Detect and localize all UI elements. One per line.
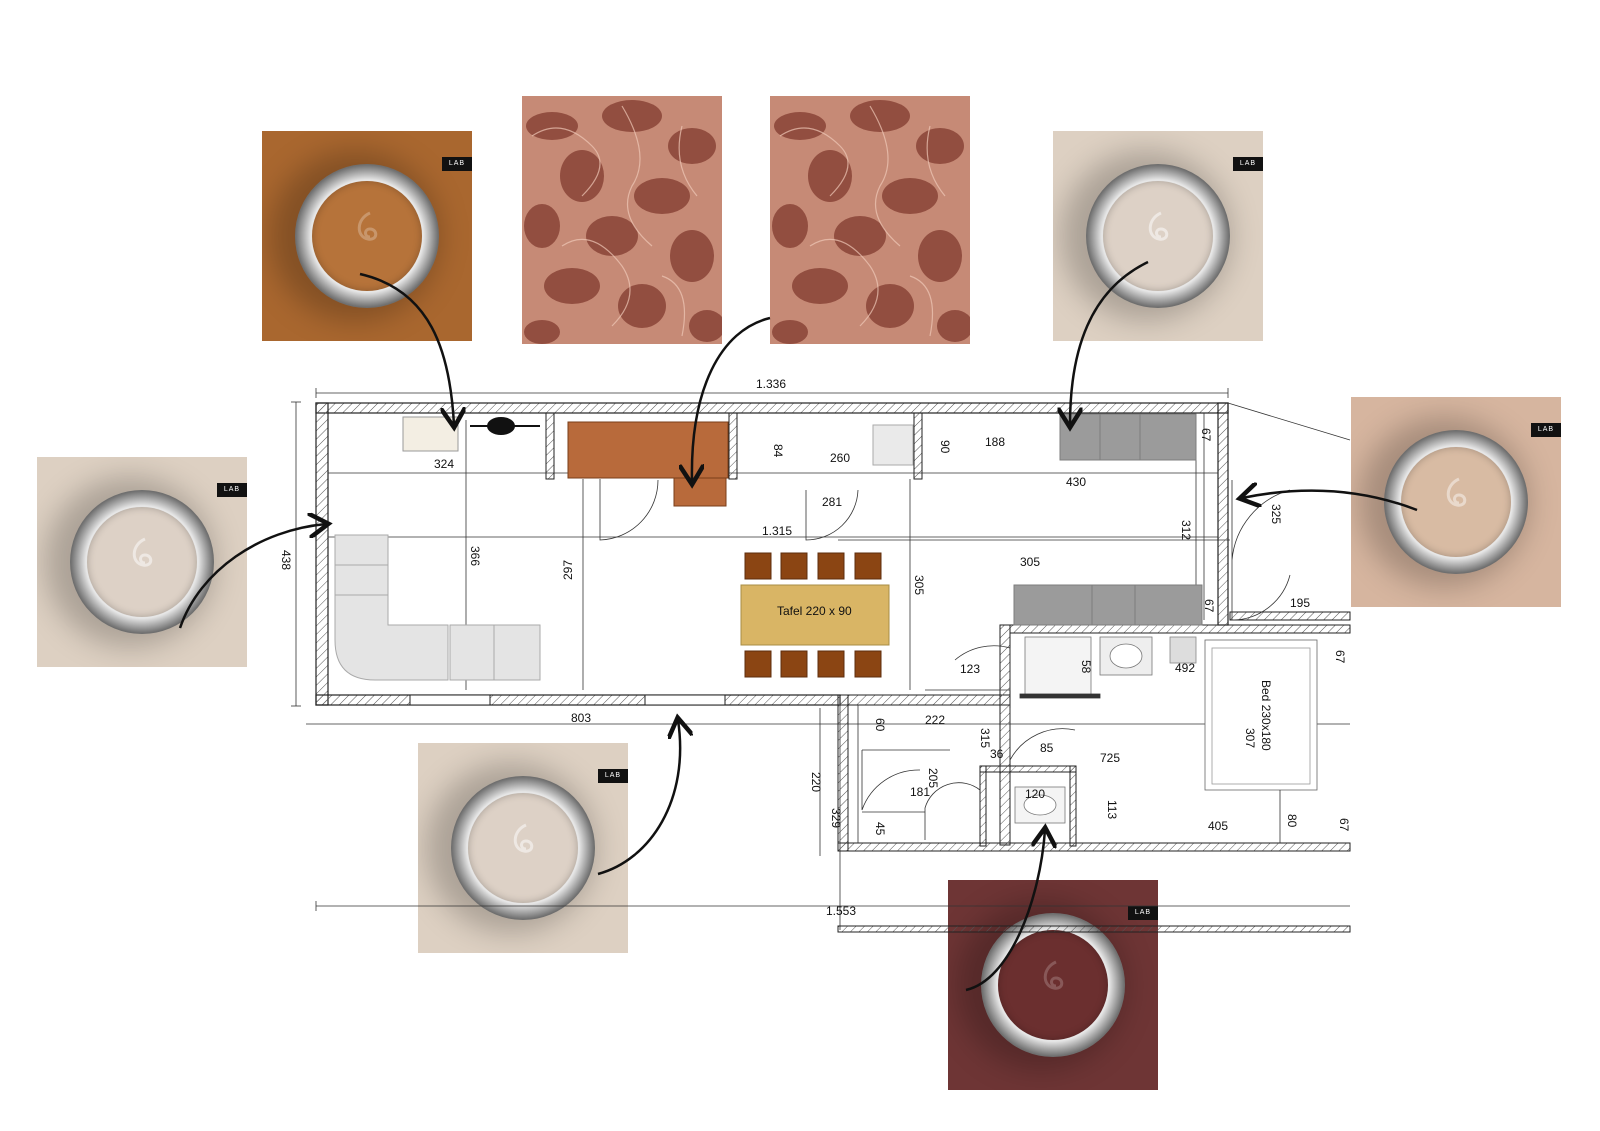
dim-total-length: 1.336 [756,377,786,391]
swirl-mark-icon [1446,477,1467,507]
dim-67-c: 67 [1333,650,1347,664]
dim-195: 195 [1290,596,1310,610]
dim-120: 120 [1025,787,1045,801]
dim-67-d: 67 [1337,818,1351,832]
arrow-wallpaper [692,316,771,482]
dim-45: 45 [873,822,887,836]
brand-label: LAB [1128,906,1158,920]
dim-366: 366 [468,546,482,566]
dim-492: 492 [1175,661,1195,675]
brand-label: LAB [442,157,472,171]
brand-label: LAB [598,769,628,783]
dim-315: 315 [978,728,992,748]
dim-67-b: 67 [1202,599,1216,613]
dim-85: 85 [1040,741,1054,755]
brand-label: LAB [217,483,247,497]
dim-205: 205 [926,768,940,788]
wallpaper-sample-1 [522,96,722,344]
dim-67-a: 67 [1199,428,1213,442]
dim-305-side: 305 [912,575,926,595]
arrow-beige-left [178,524,326,629]
paint-surface [1401,447,1511,557]
arrow-blush [1242,491,1418,512]
dim-222: 222 [925,713,945,727]
dim-188: 188 [985,435,1005,449]
paint-swatch-beige-left: LAB [37,457,247,667]
dim-123: 123 [960,662,980,676]
swirl-mark-icon [132,537,153,567]
interior-lines [328,402,1351,843]
floral-pattern-icon [770,96,970,344]
dim-113: 113 [1105,800,1119,819]
bed-307: 307 [1243,728,1257,748]
dimension-lines [291,388,1350,930]
dim-58: 58 [1079,660,1093,674]
dim-60: 60 [873,718,887,732]
annotation-arrows [178,260,1418,992]
dim-312: 312 [1179,520,1193,540]
dim-329: 329 [829,808,843,828]
dim-260: 260 [830,451,850,465]
dim-left-height: 438 [279,550,293,570]
bed-label: Bed 230x180 [1259,680,1273,751]
dim-405: 405 [1208,819,1228,833]
dim-430: 430 [1066,475,1086,489]
dim-725: 725 [1100,751,1120,765]
swirl-mark-icon [1148,211,1169,241]
arrow-burgundy [965,830,1045,992]
dim-281: 281 [822,495,842,509]
paint-swatch-blush: LAB [1351,397,1561,607]
dim-220: 220 [809,772,823,792]
dim-324: 324 [434,457,454,471]
arrow-ochre [359,272,454,425]
dim-lower-length: 1.553 [826,904,856,918]
dim-297: 297 [561,560,575,580]
paint-swatch-beige-top: LAB [1053,131,1263,341]
dim-84: 84 [771,444,785,458]
dining-chairs [744,552,882,678]
dim-36: 36 [990,747,1004,761]
dim-80: 80 [1285,814,1299,828]
paint-swatch-ochre: LAB [262,131,472,341]
dimension-labels: 1.336 324 260 188 430 281 1.315 305 195 … [279,377,1351,918]
swirl-mark-icon [1043,960,1064,990]
table-label: Tafel 220 x 90 [777,604,852,618]
dim-living-width: 803 [571,711,591,725]
brand-label: LAB [1531,423,1561,437]
walls [315,402,1351,933]
dim-325: 325 [1269,504,1283,524]
dim-inner-length: 1.315 [762,524,792,538]
dim-181: 181 [910,785,930,799]
swirl-mark-icon [513,823,534,853]
dim-305-top: 305 [1020,555,1040,569]
arrow-beige-bottom [597,720,680,876]
dim-90: 90 [938,440,952,454]
wallpaper-sample-2 [770,96,970,344]
floral-pattern-icon [522,96,722,344]
paint-swatch-beige-bottom: LAB [418,743,628,953]
swirl-mark-icon [357,211,378,241]
brand-label: LAB [1233,157,1263,171]
paint-surface [998,930,1108,1040]
paint-surface [312,181,422,291]
arrow-beige-top [1070,260,1149,425]
